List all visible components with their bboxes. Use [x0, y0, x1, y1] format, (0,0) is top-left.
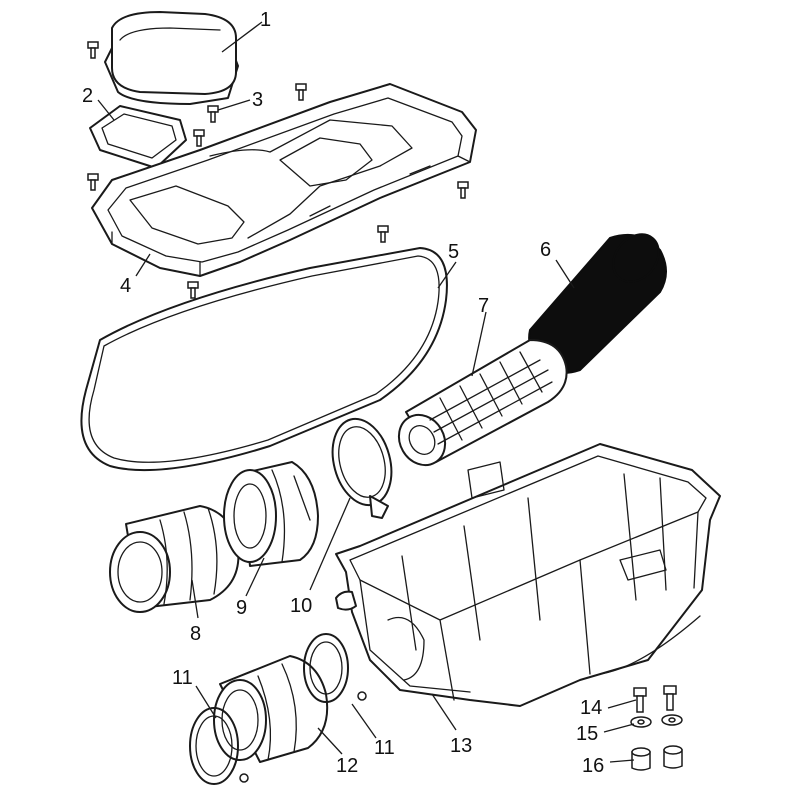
- callout-7: 7: [478, 295, 489, 317]
- callout-12: 12: [336, 755, 358, 777]
- part-1-cover: [104, 11, 239, 105]
- part-5-seal: [80, 247, 448, 472]
- callout-3: 3: [252, 89, 263, 111]
- screw: [187, 281, 199, 299]
- part-13-airbox: [335, 443, 721, 707]
- screw: [193, 129, 205, 147]
- part-15-washers: [630, 714, 683, 728]
- screw: [457, 181, 469, 199]
- part-7-filter: [397, 339, 568, 467]
- callout-11-right: 11: [374, 737, 395, 759]
- callout-9: 9: [236, 597, 247, 619]
- part-16-grommets: [631, 745, 683, 771]
- part-2-gasket: [89, 105, 187, 169]
- part-14-bolts: [633, 685, 677, 713]
- part-4-lid: [91, 83, 477, 277]
- part-9-sleeve: [223, 461, 319, 567]
- leader-lines: [97, 21, 637, 763]
- screws-lid: [87, 41, 469, 299]
- callout-6: 6: [540, 239, 551, 261]
- callout-14: 14: [580, 697, 602, 719]
- callout-11-left: 11: [172, 667, 193, 689]
- part-12-coupling: [213, 655, 329, 763]
- callout-1: 1: [260, 9, 271, 31]
- callout-13: 13: [450, 735, 472, 757]
- screw: [207, 105, 219, 123]
- screw: [377, 225, 389, 243]
- callout-2: 2: [82, 85, 93, 107]
- callout-4: 4: [120, 275, 131, 297]
- callout-labels: 1 2 3 4 5 6 7 8 9 10 11 11 12 13 14 15 1…: [82, 9, 604, 777]
- callout-8: 8: [190, 623, 201, 645]
- part-10-clamp: [331, 417, 393, 519]
- screw: [295, 83, 307, 101]
- callout-10: 10: [290, 595, 312, 617]
- part-8-boot: [109, 505, 240, 613]
- screw: [87, 173, 99, 191]
- callout-15: 15: [576, 723, 598, 745]
- screw: [87, 41, 99, 59]
- callout-5: 5: [448, 241, 459, 263]
- callout-16: 16: [582, 755, 604, 777]
